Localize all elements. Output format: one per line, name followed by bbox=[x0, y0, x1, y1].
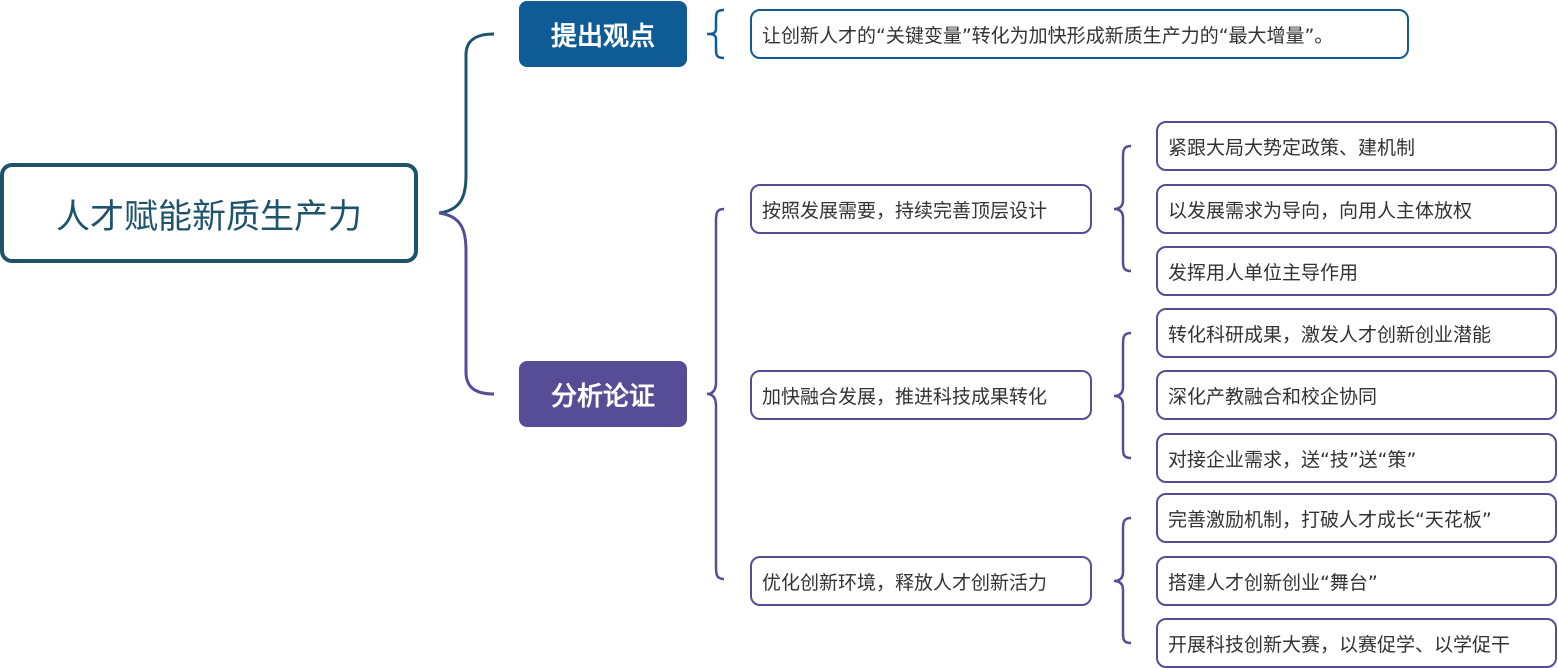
subtopic-integration[interactable]: 加快融合发展，推进科技成果转化 bbox=[750, 370, 1092, 420]
subtopic-label: 优化创新环境，释放人才创新活力 bbox=[762, 571, 1048, 594]
sub-brace-1 bbox=[1113, 144, 1132, 273]
subtopic-label: 加快融合发展，推进科技成果转化 bbox=[762, 385, 1048, 408]
viewpoint-statement[interactable]: 让创新人才的“关键变量”转化为加快形成新质生产力的“最大增量”。 bbox=[750, 9, 1409, 59]
sub-brace-3 bbox=[1113, 516, 1132, 645]
detail-item[interactable]: 完善激励机制，打破人才成长“天花板” bbox=[1156, 493, 1557, 543]
detail-item[interactable]: 转化科研成果，激发人才创新创业潜能 bbox=[1156, 308, 1557, 358]
subtopic-top-level-design[interactable]: 按照发展需要，持续完善顶层设计 bbox=[750, 184, 1092, 234]
branch-analysis-label: 分析论证 bbox=[550, 381, 655, 412]
root-label: 人才赋能新质生产力 bbox=[56, 196, 362, 237]
detail-item[interactable]: 开展科技创新大赛，以赛促学、以学促干 bbox=[1156, 618, 1557, 668]
detail-item[interactable]: 发挥用人单位主导作用 bbox=[1156, 246, 1557, 296]
detail-label: 完善激励机制，打破人才成长“天花板” bbox=[1168, 508, 1492, 531]
detail-item[interactable]: 对接企业需求，送“技”送“策” bbox=[1156, 433, 1557, 483]
detail-label: 对接企业需求，送“技”送“策” bbox=[1168, 448, 1417, 471]
root-node[interactable]: 人才赋能新质生产力 bbox=[0, 163, 418, 263]
subtopic-environment[interactable]: 优化创新环境，释放人才创新活力 bbox=[750, 556, 1092, 606]
detail-label: 转化科研成果，激发人才创新创业潜能 bbox=[1168, 323, 1492, 346]
detail-label: 紧跟大局大势定政策、建机制 bbox=[1168, 136, 1416, 159]
branch-viewpoint[interactable]: 提出观点 bbox=[519, 1, 687, 67]
viewpoint-brace bbox=[706, 8, 725, 60]
detail-label: 以发展需求为导向，向用人主体放权 bbox=[1168, 199, 1473, 222]
viewpoint-statement-label: 让创新人才的“关键变量”转化为加快形成新质生产力的“最大增量”。 bbox=[762, 24, 1334, 47]
detail-label: 深化产教融合和校企协同 bbox=[1168, 385, 1378, 408]
sub-brace-2 bbox=[1113, 331, 1132, 460]
branch-viewpoint-label: 提出观点 bbox=[550, 21, 655, 52]
root-to-viewpoint-connector bbox=[438, 32, 495, 215]
detail-item[interactable]: 紧跟大局大势定政策、建机制 bbox=[1156, 121, 1557, 171]
detail-item[interactable]: 深化产教融合和校企协同 bbox=[1156, 370, 1557, 420]
detail-item[interactable]: 搭建人才创新创业“舞台” bbox=[1156, 556, 1557, 606]
detail-label: 开展科技创新大赛，以赛促学、以学促干 bbox=[1168, 633, 1511, 656]
root-to-analysis-connector bbox=[438, 211, 495, 396]
subtopic-label: 按照发展需要，持续完善顶层设计 bbox=[762, 199, 1048, 222]
analysis-brace bbox=[706, 207, 725, 581]
detail-label: 搭建人才创新创业“舞台” bbox=[1168, 571, 1378, 594]
branch-analysis[interactable]: 分析论证 bbox=[519, 361, 687, 427]
detail-label: 发挥用人单位主导作用 bbox=[1168, 261, 1359, 284]
detail-item[interactable]: 以发展需求为导向，向用人主体放权 bbox=[1156, 184, 1557, 234]
